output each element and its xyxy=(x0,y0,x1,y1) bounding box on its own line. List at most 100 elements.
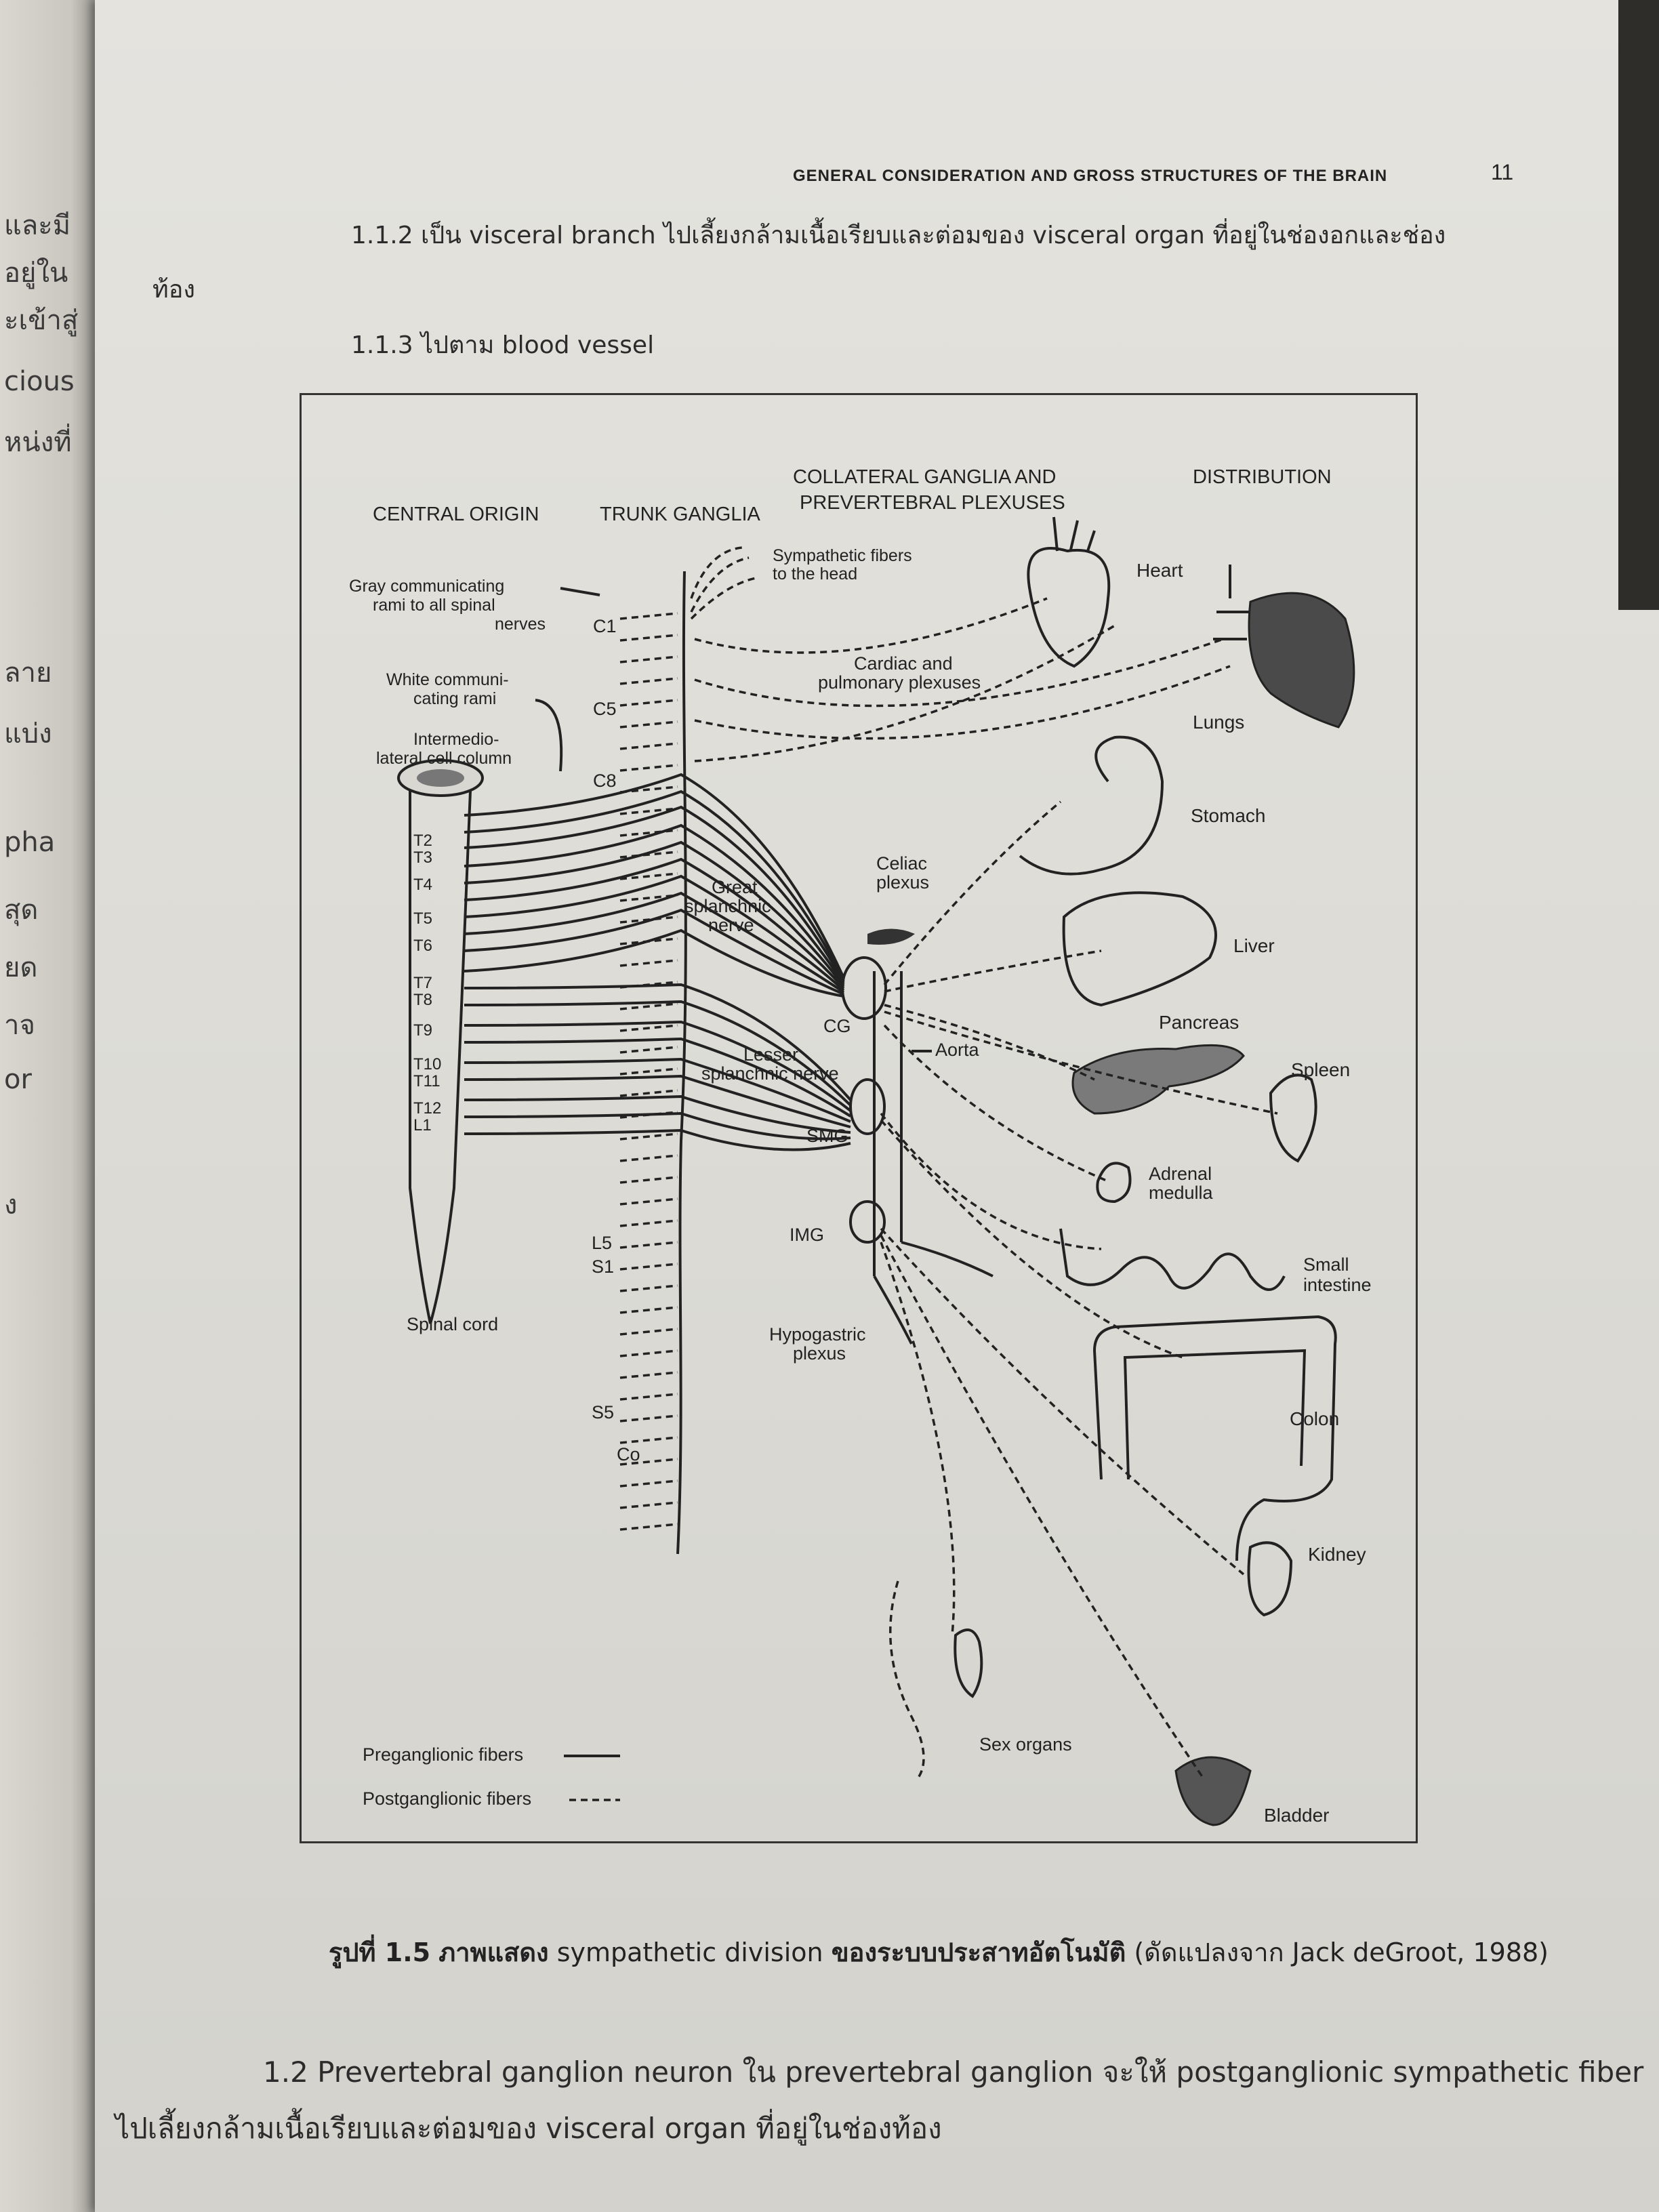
preganglionic-fiber xyxy=(464,840,845,987)
label-hypogastric-2: plexus xyxy=(793,1343,846,1364)
left-page-text: or xyxy=(4,1064,32,1095)
label-spinal-cord: Spinal cord xyxy=(407,1314,498,1334)
sex-organ-fibers xyxy=(889,1580,925,1778)
label-bladder: Bladder xyxy=(1264,1805,1330,1826)
gray-ramus-fiber xyxy=(619,764,678,772)
gray-ramus-fiber xyxy=(619,655,678,663)
gray-ramus-fiber xyxy=(619,677,678,685)
caption-bold-2: ของระบบประสาทอัตโนมัติ xyxy=(831,1938,1126,1967)
gray-ramus-fiber xyxy=(619,1371,678,1379)
figure-frame: .pre { stroke:#222; stroke-width:4; fill… xyxy=(300,393,1418,1843)
left-page-text: ะเข้าสู่ xyxy=(4,305,79,336)
caption-text-1: sympathetic division xyxy=(556,1938,823,1967)
label-small-int-1: Small xyxy=(1303,1254,1349,1275)
gray-ramus-fiber xyxy=(619,1263,678,1271)
level-co: Co xyxy=(617,1444,640,1465)
liver-shape xyxy=(1062,891,1217,1007)
level-l5: L5 xyxy=(592,1233,612,1253)
header-central-origin: CENTRAL ORIGIN xyxy=(373,504,539,525)
gray-ramus-fiber xyxy=(619,1067,678,1076)
gray-ramus-fiber xyxy=(619,1284,678,1292)
gray-ramus-fiber xyxy=(619,1111,678,1119)
img-ganglion xyxy=(849,1200,886,1244)
gray-ramus-fiber xyxy=(619,612,678,620)
left-page-text: ลาย xyxy=(4,657,52,689)
page-number: 11 xyxy=(1491,160,1514,184)
preganglionic-fiber xyxy=(464,857,845,989)
left-page-text: แบ่ง xyxy=(4,718,52,750)
left-page-text: สุด xyxy=(4,895,39,926)
level-c1: C1 xyxy=(593,616,617,636)
left-page-text: pha xyxy=(4,827,56,858)
legend-pre-label: Preganglionic fibers xyxy=(363,1744,523,1765)
level-c5: C5 xyxy=(593,699,617,719)
gray-ramus-fiber xyxy=(619,1436,678,1444)
gray-ramus-fiber xyxy=(619,1349,678,1357)
caption-bold-1: ภาพแสดง xyxy=(438,1938,549,1967)
gray-ramus-fiber xyxy=(619,1523,678,1531)
iliac-shape xyxy=(873,1241,994,1345)
label-heart: Heart xyxy=(1136,560,1183,581)
level-s1: S1 xyxy=(592,1256,614,1277)
body-para-1-2-line2: ไปเลี้ยงกล้ามเนื้อเรียบและต่อมของ viscer… xyxy=(115,2112,942,2145)
label-great-1: Great xyxy=(712,877,758,897)
label-stomach: Stomach xyxy=(1191,805,1266,826)
level-c8: C8 xyxy=(593,771,617,791)
stomach-shape xyxy=(1019,735,1164,876)
label-lungs: Lungs xyxy=(1193,712,1244,733)
left-page-text: อยู่ใน xyxy=(4,258,68,289)
preganglionic-fiber xyxy=(464,823,845,985)
heart-shape xyxy=(1027,547,1111,668)
gray-ramus-fiber xyxy=(619,1219,678,1227)
gray-ramus-fiber xyxy=(619,785,678,794)
background-shelf xyxy=(1618,0,1659,610)
gray-ramus-fiber xyxy=(619,1176,678,1184)
preganglionic-fiber xyxy=(464,773,845,979)
celiac-ganglion xyxy=(841,956,887,1020)
sex-organ-shape xyxy=(954,1629,983,1698)
colon-shape xyxy=(1092,1315,1337,1561)
level-s5: S5 xyxy=(592,1402,614,1422)
bladder-shape xyxy=(1174,1756,1252,1826)
label-gray-rami-1: Gray communicating xyxy=(349,577,504,596)
gray-ramus-fiber xyxy=(619,1414,678,1422)
left-page-text: หน่งที่ xyxy=(4,427,72,458)
cord-segment-label: T3 xyxy=(413,848,432,867)
gray-ramus-fiber xyxy=(619,959,678,967)
label-symp-head-1: Sympathetic fibers xyxy=(773,546,912,565)
left-page-edge: และมี อยู่ใน ะเข้าสู่ cious หน่งที่ ลาย … xyxy=(0,0,102,2212)
gray-ramus-fiber xyxy=(619,699,678,707)
postganglionic-lines xyxy=(619,612,678,1531)
label-great-3: nerve xyxy=(708,915,754,935)
small-intestine-shape xyxy=(1059,1228,1286,1291)
cord-segment-label: T5 xyxy=(413,909,432,928)
colon-inner-shape xyxy=(1123,1349,1307,1480)
label-kidney: Kidney xyxy=(1308,1544,1366,1565)
white-rami-pointer xyxy=(535,699,563,772)
gray-ramus-fiber xyxy=(619,981,678,989)
gray-ramus-fiber xyxy=(619,1306,678,1314)
label-aorta: Aorta xyxy=(935,1040,980,1060)
label-liver: Liver xyxy=(1233,935,1275,956)
body-line-1-1-2-cont: ท้อง xyxy=(152,276,195,304)
gray-rami-pointer xyxy=(560,587,600,596)
preganglionic-fiber xyxy=(464,1128,851,1151)
preganglionic-lines xyxy=(464,773,852,1151)
pancreas-shape xyxy=(1071,1044,1245,1115)
label-symp-head-2: to the head xyxy=(773,565,857,583)
heart-vessels xyxy=(1052,516,1096,552)
gray-ramus-fiber xyxy=(619,634,678,642)
kidney-shape xyxy=(1247,1541,1293,1617)
header-collateral-2: PREVERTEBRAL PLEXUSES xyxy=(800,492,1065,514)
left-page-text: ง xyxy=(4,1189,18,1221)
label-adrenal-2: medulla xyxy=(1149,1183,1214,1203)
cord-segment-label: T11 xyxy=(413,1072,441,1090)
preganglionic-fiber xyxy=(464,1111,851,1141)
preganglionic-fiber xyxy=(464,928,844,998)
label-great-2: splanchnic xyxy=(684,896,771,916)
label-cg: CG xyxy=(823,1016,851,1036)
label-hypogastric-1: Hypogastric xyxy=(769,1324,866,1345)
gray-ramus-fiber xyxy=(619,807,678,815)
label-cardiac-1: Cardiac and xyxy=(854,653,953,674)
